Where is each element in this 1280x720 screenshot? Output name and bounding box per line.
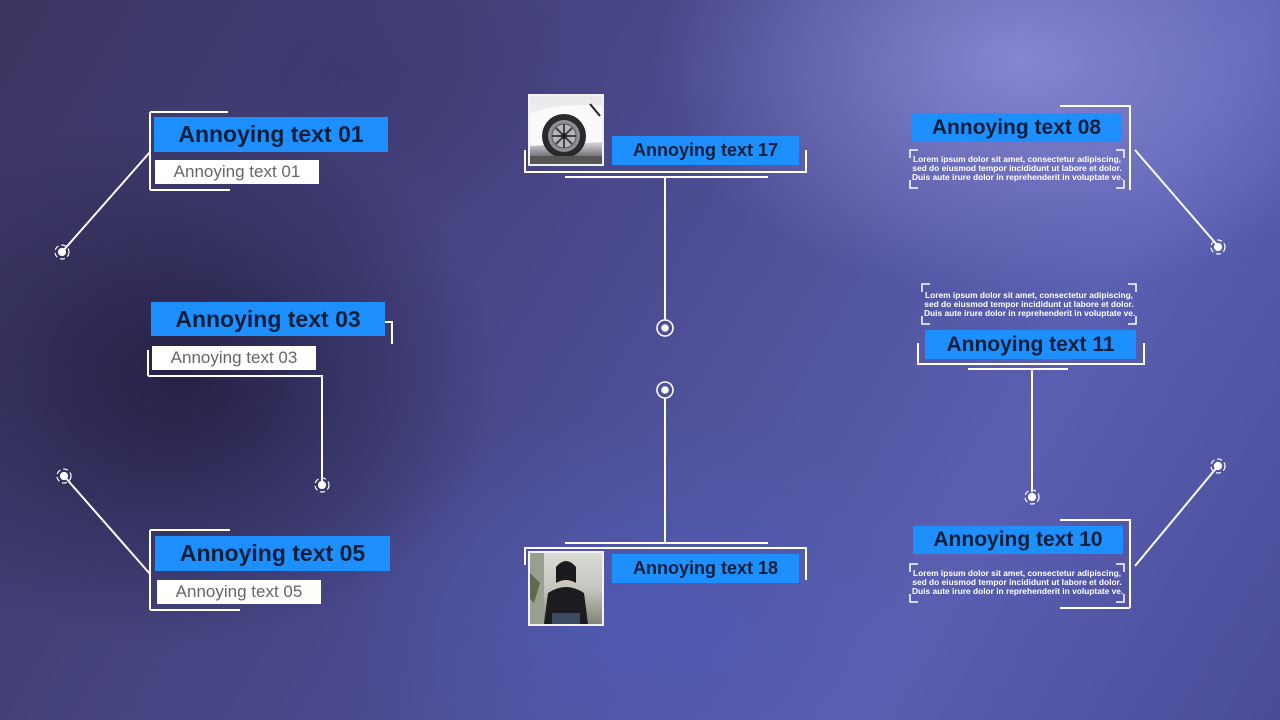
callout-08-paragraph: Lorem ipsum dolor sit amet, consectetur …: [912, 154, 1124, 183]
callout-08-line-3: Duis aute irure dolor in reprehenderit i…: [912, 172, 1124, 183]
marker-ring-17: [656, 319, 674, 337]
marker-dot-11: [1024, 489, 1040, 505]
car-wheel-photo: [528, 94, 604, 166]
marker-dot-10: [1210, 458, 1226, 474]
callout-01-title: Annoying text 01: [154, 117, 388, 152]
callout-11-line-2: sed do eiusmod tempor incididunt ut labo…: [924, 299, 1134, 310]
person-portrait-photo: [528, 551, 604, 626]
callout-03-title: Annoying text 03: [151, 302, 385, 336]
callout-11-paragraph: Lorem ipsum dolor sit amet, consectetur …: [924, 290, 1136, 319]
car-wheel-icon: [530, 103, 602, 164]
callout-10-line-2: sed do eiusmod tempor incididunt ut labo…: [912, 577, 1122, 588]
callout-05-subtitle: Annoying text 05: [157, 580, 321, 604]
callout-08-title: Annoying text 08: [911, 113, 1122, 142]
marker-dot-05: [56, 468, 72, 484]
callout-10-title: Annoying text 10: [913, 526, 1123, 554]
marker-ring-18: [656, 381, 674, 399]
person-icon: [530, 553, 588, 624]
callout-10-line-3: Duis aute irure dolor in reprehenderit i…: [912, 586, 1124, 597]
callout-08-line-1: Lorem ipsum dolor sit amet, consectetur …: [912, 154, 1122, 164]
callout-11-title: Annoying text 11: [925, 330, 1136, 359]
callout-08-line-2: sed do eiusmod tempor incididunt ut labo…: [912, 163, 1122, 174]
callout-10-paragraph: Lorem ipsum dolor sit amet, consectetur …: [912, 568, 1124, 597]
callout-10-line-1: Lorem ipsum dolor sit amet, consectetur …: [912, 568, 1122, 578]
callout-18-title: Annoying text 18: [612, 554, 799, 583]
callout-01-subtitle: Annoying text 01: [155, 160, 319, 184]
callout-11-line-3: Duis aute irure dolor in reprehenderit i…: [924, 308, 1136, 319]
callout-03-subtitle: Annoying text 03: [152, 346, 316, 370]
marker-dot-03: [314, 477, 330, 493]
marker-dot-01: [54, 244, 70, 260]
callout-17-title: Annoying text 17: [612, 136, 799, 165]
marker-dot-08: [1210, 239, 1226, 255]
callout-11-line-1: Lorem ipsum dolor sit amet, consectetur …: [924, 290, 1134, 300]
callout-05-title: Annoying text 05: [155, 536, 390, 571]
